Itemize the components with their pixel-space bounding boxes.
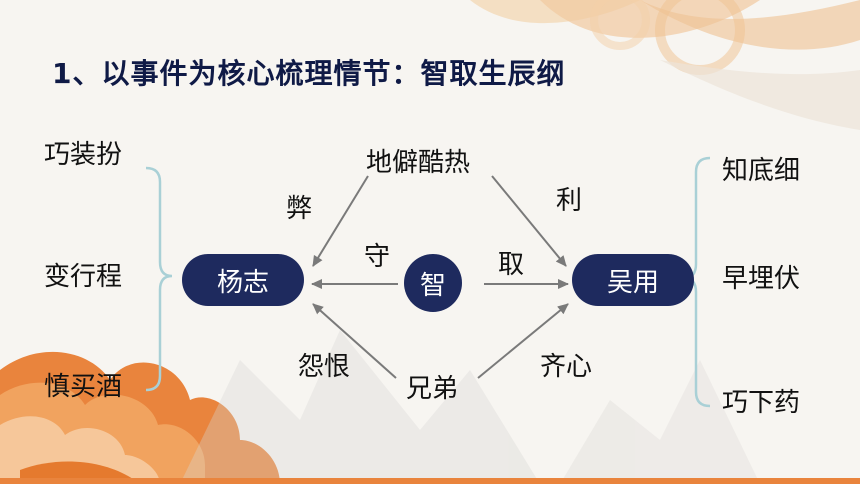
bottom-strip — [0, 478, 860, 484]
edge-label-guard: 守 — [364, 242, 391, 272]
node-wuyong: 吴用 — [572, 254, 694, 306]
left-item-route-change: 变行程 — [44, 262, 123, 292]
node-bottom-brothers: 兄弟 — [406, 374, 459, 404]
arrow-top-to-wuyong — [491, 175, 567, 267]
top-right-cloud-decoration — [470, 0, 860, 130]
bottom-left-wave-decoration — [0, 351, 280, 484]
right-item-ambush: 早埋伏 — [722, 264, 801, 294]
node-yangzhi: 杨志 — [182, 254, 304, 306]
edge-label-unity: 齐心 — [540, 352, 593, 382]
left-item-wine-caution: 慎买酒 — [44, 372, 123, 402]
node-top-environment: 地僻酷热 — [366, 148, 471, 178]
edge-label-take: 取 — [498, 250, 525, 280]
edge-label-disadvantage: 弊 — [286, 194, 313, 224]
arrow-bottom-to-wuyong — [477, 303, 569, 379]
edge-label-resentment: 怨恨 — [298, 352, 351, 382]
left-bracket — [145, 166, 173, 392]
mountain-decoration — [180, 330, 760, 484]
arrow-top-to-yangzhi — [312, 175, 369, 267]
node-zhi: 智 — [404, 254, 462, 312]
right-item-know-details: 知底细 — [722, 156, 801, 186]
edge-label-advantage: 利 — [556, 186, 583, 216]
arrow-bottom-to-yangzhi — [312, 303, 397, 379]
page-title: 1、以事件为核心梳理情节：智取生辰纲 — [52, 57, 566, 90]
right-item-drugging: 巧下药 — [722, 388, 801, 418]
left-item-disguise: 巧装扮 — [44, 140, 123, 170]
